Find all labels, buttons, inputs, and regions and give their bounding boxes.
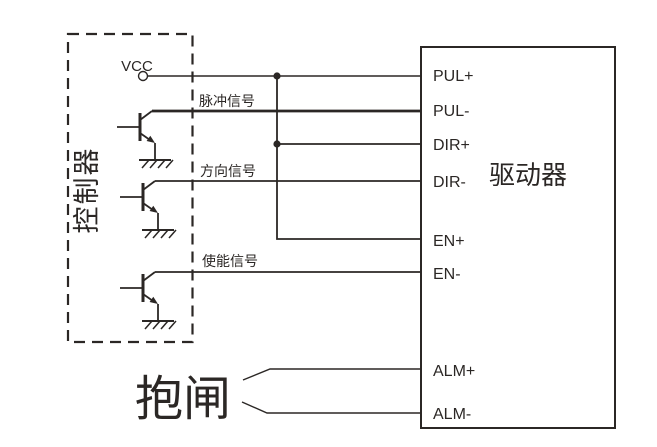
vcc-label: VCC — [121, 58, 153, 75]
transistor-direction — [118, 179, 178, 240]
pin-label-alm-plus: ALM+ — [433, 363, 475, 380]
direction-signal-label: 方向信号 — [200, 163, 256, 179]
vcc-bus-to-en-plus-wire — [276, 76, 421, 240]
transistor-enable — [118, 270, 178, 331]
driver-label: 驱动器 — [489, 160, 567, 190]
pin-label-pul-minus: PUL- — [433, 103, 469, 120]
enable-signal-label: 使能信号 — [202, 253, 258, 269]
brake-label: 抱闸 — [135, 373, 231, 426]
transistor-pulse — [115, 109, 175, 170]
pin-label-en-plus: EN+ — [433, 233, 465, 250]
alm-minus-wire — [241, 401, 421, 414]
pin-label-dir-plus: DIR+ — [433, 137, 470, 154]
controller-box — [66, 32, 194, 344]
alm-plus-wire — [242, 368, 421, 381]
pin-label-dir-minus: DIR- — [433, 174, 466, 191]
pin-label-pul-plus: PUL+ — [433, 68, 473, 85]
pin-label-en-minus: EN- — [433, 266, 461, 283]
junction-dot — [273, 140, 281, 148]
driver-box — [420, 46, 616, 429]
controller-label: 控制器 — [72, 147, 102, 234]
junction-dot — [273, 72, 281, 80]
pin-label-alm-minus: ALM- — [433, 406, 471, 423]
pulse-signal-label: 脉冲信号 — [199, 93, 255, 109]
